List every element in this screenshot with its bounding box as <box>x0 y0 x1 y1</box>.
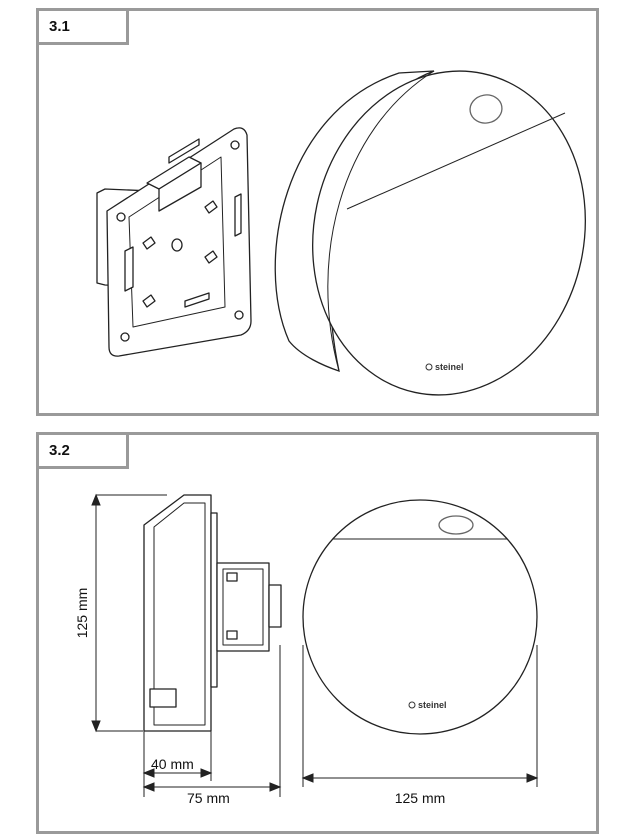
sensor-cover <box>274 70 586 396</box>
figure-3-1-drawing: steinel <box>96 70 586 396</box>
brand-logo: steinel <box>408 700 447 710</box>
height-dimension <box>91 493 167 733</box>
figure-label: 3.2 <box>39 435 129 469</box>
depth-total-dimension <box>142 645 282 797</box>
depth-total-label: 75 mm <box>187 790 230 806</box>
mounting-frame <box>96 127 252 357</box>
depth-front-label: 40 mm <box>151 756 194 772</box>
diameter-dimension <box>301 645 539 787</box>
depth-front-dimension <box>142 687 213 781</box>
front-view <box>302 499 538 735</box>
figure-3-2-panel: 3.2 125 mm <box>36 432 599 834</box>
brand-logo: steinel <box>425 362 464 372</box>
brand-logo-text: steinel <box>435 362 464 372</box>
brand-logo-text: steinel <box>418 700 447 710</box>
height-dimension-label: 125 mm <box>74 588 90 639</box>
figure-3-2-drawing: 125 mm 40 mm 75 mm steinel <box>74 493 539 806</box>
figure-label: 3.1 <box>39 11 129 45</box>
side-view <box>143 494 282 732</box>
figure-3-1-panel: 3.1 <box>36 8 599 416</box>
diameter-label: 125 mm <box>395 790 446 806</box>
